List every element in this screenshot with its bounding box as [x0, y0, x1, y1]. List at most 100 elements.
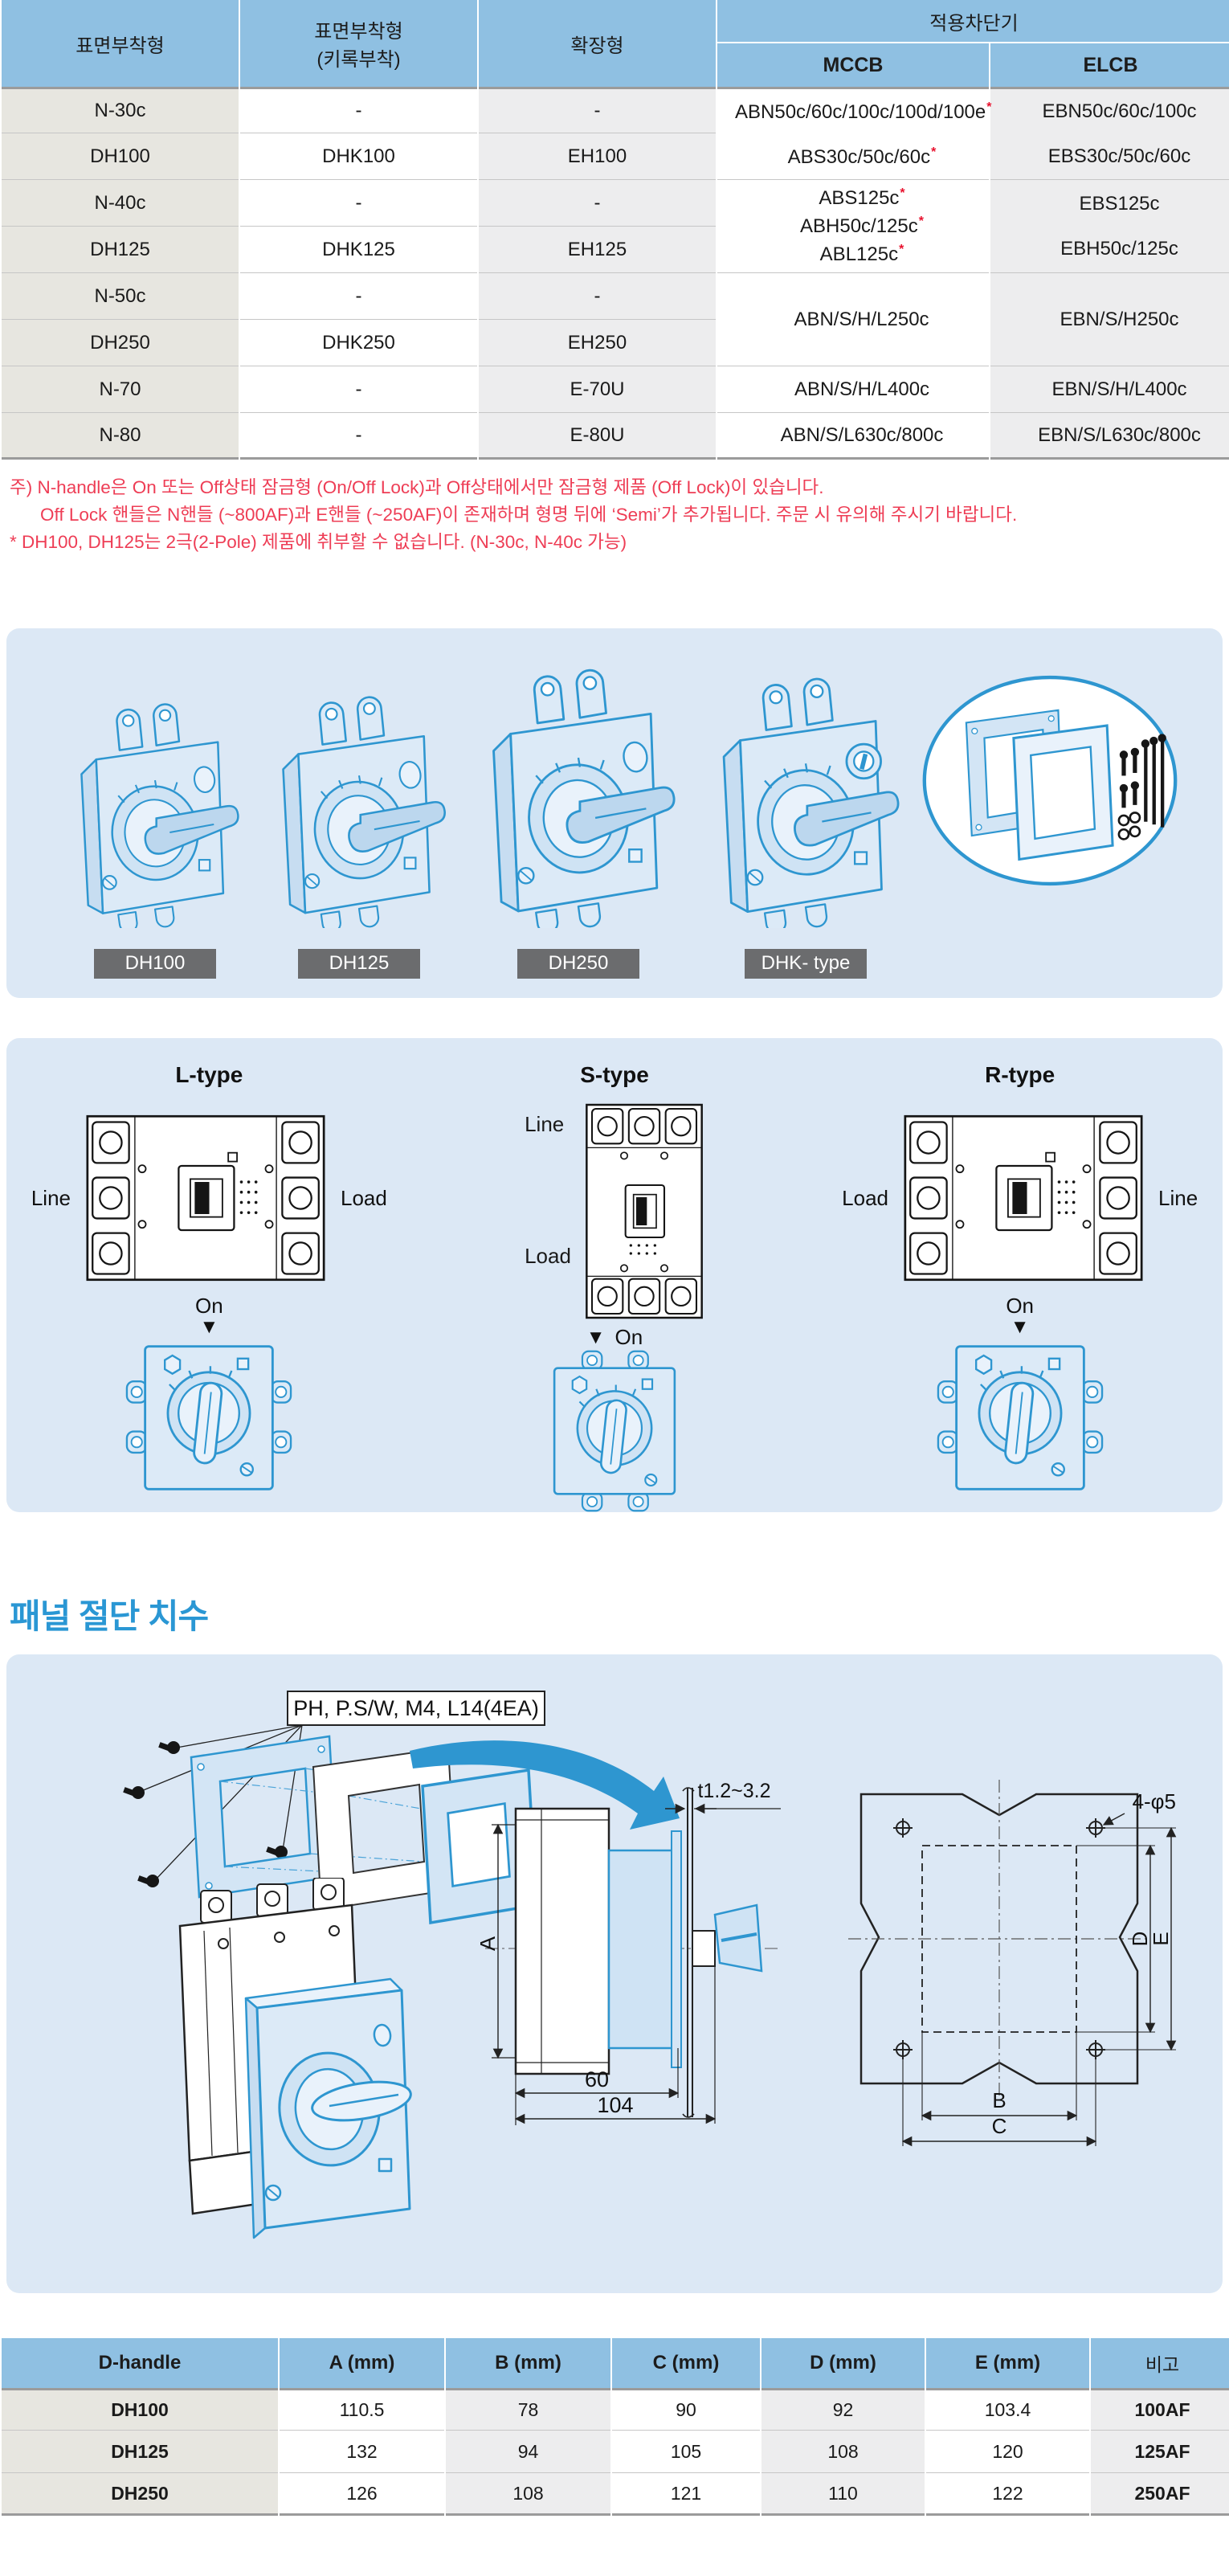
dim-col-header-note: 비고 [1091, 2338, 1229, 2388]
l-type-breaker-drawing [85, 1110, 326, 1286]
note-line: 주) N-handle은 On 또는 Off상태 잠금형 (On/Off Loc… [10, 477, 824, 497]
elcb-cell: EBN/S/L630c/800c [990, 413, 1229, 460]
dim-c-cell: 105 [612, 2431, 760, 2473]
load-label: Load [340, 1185, 387, 1210]
dim-b-label: B [992, 2088, 1006, 2112]
product-label: DHK- type [745, 949, 867, 979]
model-cell: N-50c [2, 273, 239, 320]
dim-c-cell: 121 [612, 2473, 760, 2516]
note-line: Off Lock 핸들은 N핸들 (~800AF)과 E핸들 (~250AF)이… [40, 505, 1018, 525]
d-handle-dimension-table: D-handle A (mm) B (mm) C (mm) D (mm) E (… [0, 2338, 1229, 2516]
keylock-cell: - [240, 413, 477, 460]
on-label: On [1006, 1294, 1035, 1318]
model-cell: N-30c [2, 87, 239, 133]
dim-d-cell: 92 [761, 2388, 925, 2431]
dim-b-cell: 108 [446, 2473, 610, 2516]
table-row: DH125 DHK125 EH125 [2, 227, 1229, 273]
holes-label: 4-φ5 [1133, 1789, 1176, 1813]
col-header-surface-mount: 표면부착형 [2, 0, 239, 87]
extended-cell: - [479, 87, 716, 133]
table-row: N-40c - - ABS125c* ABH50c/125c* ABL125c*… [2, 180, 1229, 273]
table-row: DH100 DHK100 EH100 [2, 133, 1229, 180]
line-label: Line [31, 1185, 71, 1210]
table-row: DH250 DHK250 EH250 [2, 320, 1229, 366]
elcb-cell: EBN/S/H/L400c [990, 366, 1229, 413]
swoosh-arrow-icon [410, 1740, 680, 1830]
section-title: 패널 절단 치수 [10, 1597, 209, 1635]
table-row: N-80 - E-80U ABN/S/L630c/800c EBN/S/L630… [2, 413, 1229, 460]
type-title: S-type [580, 1062, 649, 1087]
thickness-label: t1.2~3.2 [697, 1780, 770, 1802]
product-label: DH125 [298, 949, 420, 979]
product-images-panel: DH100 DH125 DH250 DHK- type [6, 628, 1223, 998]
side-view-dimension-drawing: A t1.2~3.2 60 104 [480, 1780, 781, 2125]
dh250-handle-drawing [463, 666, 694, 928]
mounting-kit-drawing [917, 673, 1182, 889]
elcb-cell: EBS125c EBH50c/125c [990, 180, 1229, 273]
table-row: DH250 126 108 121 110 122 250AF [2, 2473, 1229, 2516]
dim-e-cell: 120 [926, 2431, 1089, 2473]
dim-col-header-c: C (mm) [612, 2338, 760, 2388]
footnote-star: * [918, 215, 924, 228]
type-title: R-type [985, 1062, 1055, 1087]
product-label: DH250 [517, 949, 639, 979]
table-row: N-50c - - ABN/S/H/L250c EBN/S/H250c [2, 273, 1229, 366]
keylock-cell: - [240, 273, 477, 320]
col-header-mccb: MCCB [717, 43, 989, 87]
r-type-handle-drawing [937, 1342, 1104, 1494]
col-header-elcb: ELCB [990, 43, 1229, 87]
extended-cell: E-70U [479, 366, 716, 413]
dim-col-header-b: B (mm) [446, 2338, 610, 2388]
dim-d-cell: 108 [761, 2431, 925, 2473]
dim-a-label: A [480, 1936, 500, 1951]
dh125-handle-drawing [255, 693, 463, 928]
footnotes: 주) N-handle은 On 또는 Off상태 잠금형 (On/Off Loc… [10, 474, 1229, 556]
model-cell: N-40c [2, 180, 239, 227]
keylock-cell: DHK100 [240, 133, 477, 180]
footnote-star: * [986, 100, 992, 114]
product-label: DH100 [94, 949, 216, 979]
col-header-extended: 확장형 [479, 0, 716, 87]
dim-e-label: E [1149, 1932, 1173, 1945]
footnote-star: * [931, 145, 937, 159]
model-cell: DH250 [2, 2473, 278, 2516]
model-cell: N-70 [2, 366, 239, 413]
model-cell: DH250 [2, 320, 239, 366]
extended-cell: - [479, 273, 716, 320]
parts-callout: PH, P.S/W, M4, L14(4EA) [293, 1696, 539, 1720]
mccb-cell: ABN/S/L630c/800c [717, 413, 989, 460]
extended-cell: E-80U [479, 413, 716, 460]
mccb-cell: ABS125c* ABH50c/125c* ABL125c* [717, 180, 989, 273]
keylock-cell: DHK125 [240, 227, 477, 273]
dim-a-cell: 132 [280, 2431, 444, 2473]
dim-col-header-a: A (mm) [280, 2338, 444, 2388]
handle-compatibility-table: 표면부착형 표면부착형 (키록부착) 확장형 적용차단기 MCCB ELCB N… [0, 0, 1229, 460]
note-cell: 100AF [1091, 2388, 1229, 2431]
on-arrow-icon: ▼ [199, 1316, 219, 1339]
keylock-cell: - [240, 87, 477, 133]
keylock-cell: DHK250 [240, 320, 477, 366]
dim-col-header-d: D (mm) [761, 2338, 925, 2388]
product-dh125: DH125 [255, 693, 463, 979]
on-arrow-icon: ▼ [586, 1326, 606, 1348]
dim-d-cell: 110 [761, 2473, 925, 2516]
dim-b-cell: 94 [446, 2431, 610, 2473]
table-row: DH100 110.5 78 90 92 103.4 100AF [2, 2388, 1229, 2431]
dim-e-cell: 122 [926, 2473, 1089, 2516]
col-header-surface-keylock: 표면부착형 (키록부착) [240, 0, 477, 87]
keylock-cell: - [240, 180, 477, 227]
l-type-section: L-type Line Load On ▼ [6, 1062, 412, 1512]
model-cell: DH125 [2, 2431, 278, 2473]
mccb-cell: ABN50c/60c/100c/100d/100e* ABS30c/50c/60… [717, 87, 992, 180]
extended-cell: EH250 [479, 320, 716, 366]
product-dh250: DH250 [463, 666, 694, 979]
note-line: * DH100, DH125는 2극(2-Pole) 제품에 취부할 수 없습니… [10, 532, 627, 552]
on-label: On [194, 1294, 223, 1318]
mounting-kit-figure [917, 673, 1182, 893]
note-cell: 250AF [1091, 2473, 1229, 2516]
on-label: On [614, 1325, 643, 1349]
extended-cell: EH125 [479, 227, 716, 273]
panel-cutout-dimension-drawing: 4-φ5 D E B C [848, 1780, 1177, 2147]
table-row: N-70 - E-70U ABN/S/H/L400c EBN/S/H/L400c [2, 366, 1229, 413]
l-type-handle-drawing [125, 1342, 292, 1494]
